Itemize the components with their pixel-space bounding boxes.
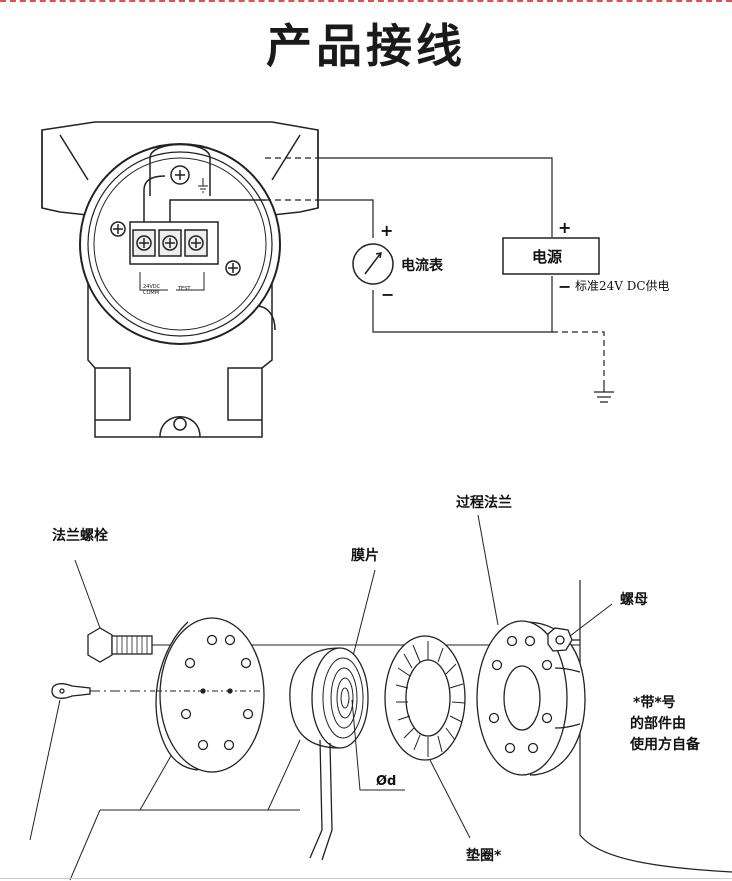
note-line-3: 使用方自备 bbox=[629, 736, 701, 753]
gasket-ring bbox=[384, 635, 466, 761]
leader-lines bbox=[29, 514, 613, 881]
ammeter-minus: − bbox=[381, 285, 394, 304]
terminal-test-label: TEST bbox=[177, 286, 191, 292]
page-title: 产品接线 bbox=[266, 19, 466, 73]
gasket-label: 垫圈* bbox=[466, 847, 502, 864]
ammeter-icon bbox=[352, 243, 394, 285]
flange-bolt-label: 法兰螺栓 bbox=[52, 527, 108, 544]
diaphragm-label: 膜片 bbox=[351, 547, 379, 564]
power-plus: + bbox=[558, 218, 571, 237]
power-supply-box bbox=[502, 237, 600, 275]
transmitter-housing bbox=[41, 121, 319, 438]
process-flange-label: 过程法兰 bbox=[456, 494, 512, 511]
power-label: 电源 bbox=[532, 248, 562, 266]
process-flange bbox=[476, 620, 586, 776]
nut-icon bbox=[547, 627, 573, 652]
power-note: 标准24V DC供电 bbox=[575, 279, 670, 293]
ammeter-plus: + bbox=[380, 221, 393, 240]
note-line-2: 的部件由 bbox=[630, 715, 686, 732]
power-minus: − bbox=[558, 277, 571, 296]
bottom-divider bbox=[0, 878, 732, 879]
diameter-marker bbox=[351, 699, 405, 791]
note-line-1: *带*号 bbox=[633, 695, 676, 711]
diaphragm-capsule bbox=[289, 647, 369, 861]
ammeter-label: 电流表 bbox=[401, 257, 444, 274]
flange-bolt-icon bbox=[87, 627, 153, 663]
external-wires bbox=[318, 157, 614, 403]
top-divider bbox=[0, 0, 732, 4]
terminal-comm-label: COMM bbox=[143, 290, 159, 296]
diameter-label: Ød bbox=[376, 774, 396, 789]
pin-icon bbox=[51, 683, 91, 699]
front-flange bbox=[155, 617, 265, 773]
nut-label: 螺母 bbox=[620, 591, 648, 608]
terminal-24vdc-label: 24VDC bbox=[143, 284, 161, 290]
hidden-wires bbox=[265, 157, 605, 380]
